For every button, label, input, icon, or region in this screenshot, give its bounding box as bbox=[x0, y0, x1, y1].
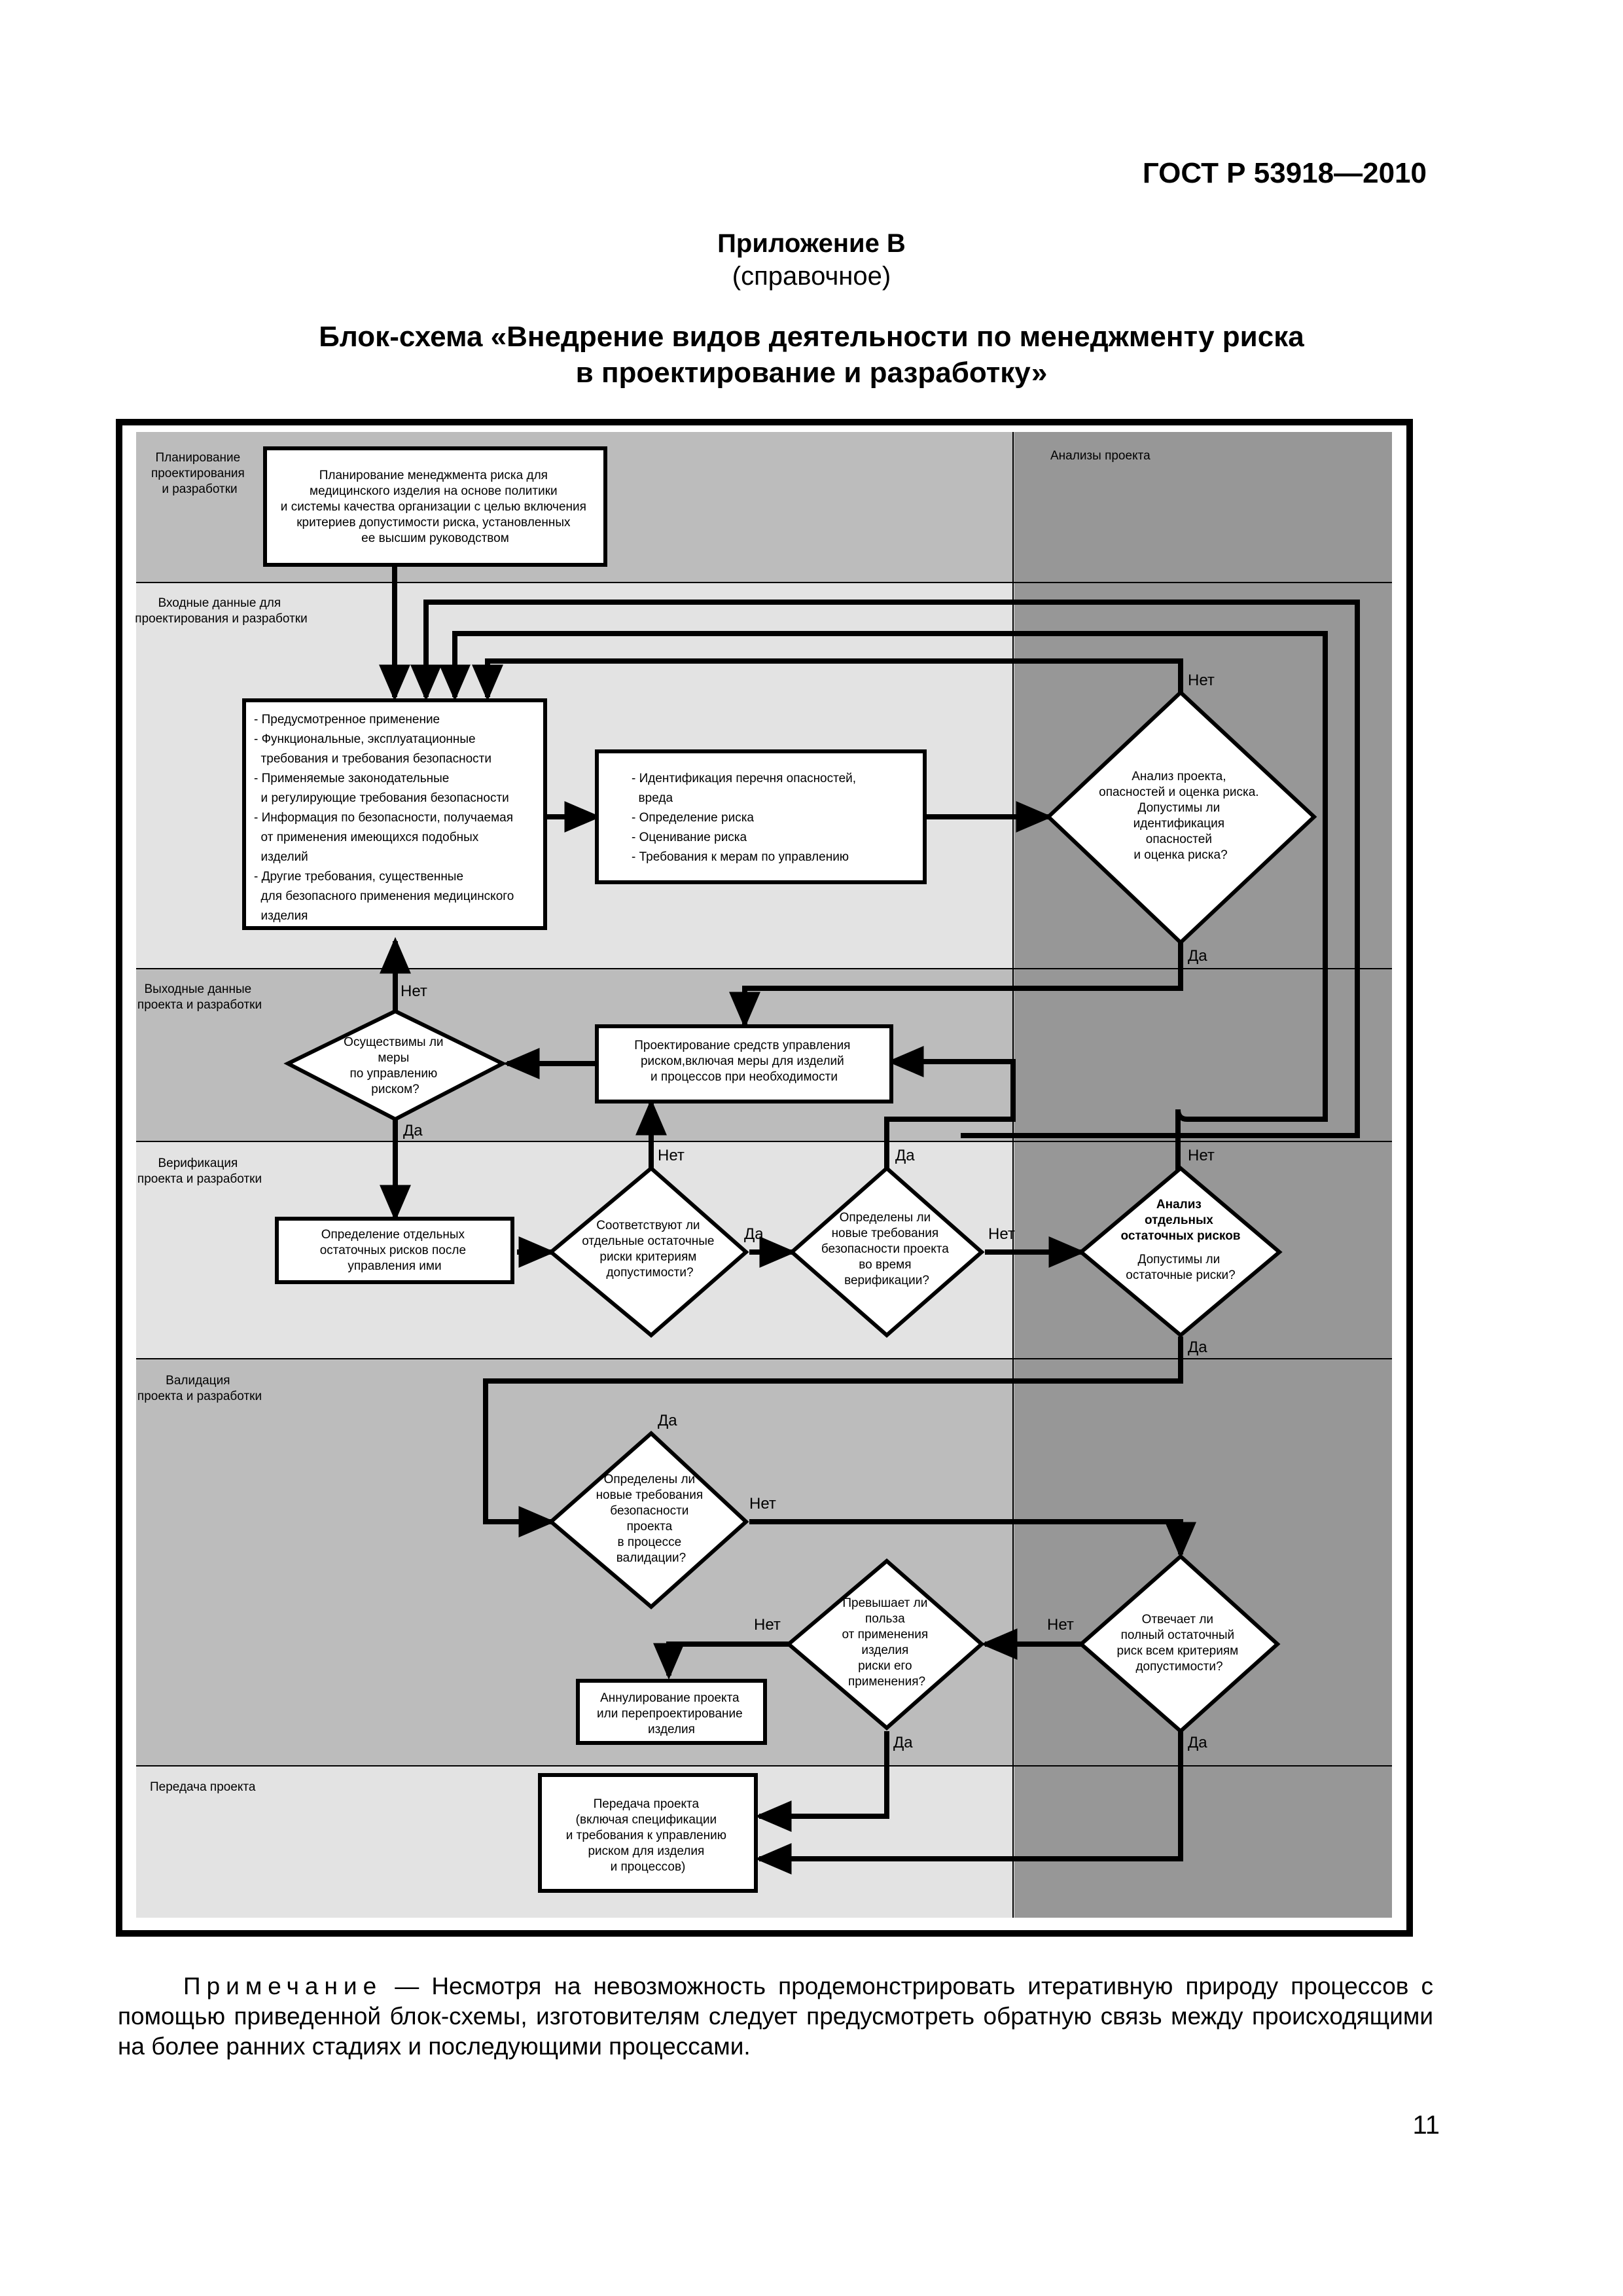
residual-box-text: Определение отдельных остаточных рисков … bbox=[320, 1228, 470, 1273]
arrow-residual-yes bbox=[483, 1336, 1183, 1537]
label-residual-yes: Да bbox=[1188, 1338, 1207, 1356]
lane-label-verification: Верификация проекта и разработки bbox=[137, 1157, 262, 1186]
label-verif-yes: Да bbox=[895, 1147, 915, 1164]
cancel-box bbox=[576, 1679, 767, 1745]
residual-box bbox=[275, 1217, 514, 1284]
arrow-review-yes bbox=[729, 942, 1183, 1029]
arrow-verif-yes bbox=[884, 1046, 1016, 1168]
new-req-verif-decision bbox=[789, 1165, 985, 1338]
inputs-box-text: - Предусмотренное применение - Функциона… bbox=[0, 0, 538, 923]
lane-label-inputs: Входные данные для проектирования и разр… bbox=[135, 596, 307, 626]
footnote-text: — Несмотря на невозможность продемонстри… bbox=[118, 1973, 1433, 2060]
arrow-benefit-yes bbox=[755, 1731, 889, 1832]
hazard-box-text: - Идентификация перечня опасностей, вред… bbox=[0, 0, 880, 864]
overall-decision-text: Отвечает ли полный остаточный риск всем … bbox=[1117, 1613, 1242, 1674]
hazard-box bbox=[595, 749, 927, 884]
diagram-title-line2: в проектирование и разработку» bbox=[575, 357, 1048, 389]
label-feasible-yes: Да bbox=[403, 1122, 423, 1139]
label-overall-yes: Да bbox=[1188, 1734, 1207, 1751]
benefit-decision bbox=[785, 1558, 985, 1731]
label-valid-yes: Да bbox=[658, 1412, 677, 1429]
inputs-box bbox=[242, 698, 547, 930]
label-verif-no: Нет bbox=[988, 1225, 1015, 1243]
review-decision-text: Анализ проекта, опасностей и оценка риск… bbox=[1099, 770, 1262, 862]
arrow-valid-no bbox=[749, 1519, 1196, 1559]
label-overall-no: Нет bbox=[1047, 1616, 1074, 1634]
feasible-decision bbox=[283, 1009, 507, 1122]
arrow-feedback-residual bbox=[439, 631, 1328, 1178]
lane-label-validation: Валидация проекта и разработки bbox=[137, 1374, 262, 1403]
appendix-title: Приложение В bbox=[717, 229, 906, 258]
lane-label-reviews: Анализы проекта bbox=[1050, 449, 1150, 463]
arrow-feedback-outer bbox=[410, 600, 1360, 1138]
meets-criteria-decision-text: Соответствуют ли отдельные остаточные ри… bbox=[582, 1219, 717, 1280]
arrow-benefit-no bbox=[653, 1641, 789, 1680]
control-design-box bbox=[595, 1024, 893, 1103]
label-review-no: Нет bbox=[1188, 672, 1215, 689]
new-req-verif-decision-text: Определены ли новые требования безопасно… bbox=[821, 1211, 952, 1287]
new-req-valid-decision bbox=[548, 1430, 749, 1609]
planning-box bbox=[263, 446, 607, 567]
new-req-valid-decision-text: Определены ли новые требования безопасно… bbox=[596, 1473, 707, 1565]
residual-analysis-decision bbox=[1078, 1166, 1283, 1338]
appendix-type: (справочное) bbox=[732, 262, 891, 291]
lane-label-transfer: Передача проекта bbox=[150, 1780, 256, 1794]
feasible-decision-text: Осуществимы ли меры по управлению риском… bbox=[344, 1035, 447, 1096]
label-review-yes: Да bbox=[1188, 947, 1207, 965]
page-number: 11 bbox=[1412, 2111, 1440, 2140]
cancel-box-text: Аннулирование проекта или перепроектиров… bbox=[597, 1691, 746, 1736]
footnote-head: Примечание bbox=[183, 1973, 383, 2000]
footnote: Примечание — Несмотря на невозможность п… bbox=[118, 1971, 1433, 2062]
label-criteria-no: Нет bbox=[658, 1147, 685, 1164]
control-design-box-text: Проектирование средств управления риском… bbox=[634, 1039, 854, 1084]
label-benefit-yes: Да bbox=[893, 1734, 913, 1751]
label-criteria-yes: Да bbox=[744, 1225, 764, 1243]
diagram-title-line1: Блок-схема «Внедрение видов деятельности… bbox=[319, 321, 1304, 353]
arrow-review-no bbox=[472, 658, 1183, 702]
connectors bbox=[379, 566, 1360, 1874]
benefit-decision-text: Превышает ли польза от применения издели… bbox=[842, 1596, 932, 1689]
lane-label-outputs: Выходные данные проекта и разработки bbox=[137, 982, 262, 1012]
meets-criteria-decision bbox=[548, 1166, 749, 1338]
overall-decision bbox=[1078, 1553, 1281, 1734]
transfer-box bbox=[538, 1773, 758, 1893]
residual-analysis-decision-text: Допустимы ли остаточные риски? bbox=[1126, 1253, 1235, 1282]
residual-analysis-decision-title: Анализ отдельных остаточных рисков bbox=[1121, 1198, 1241, 1243]
standard-number: ГОСТ Р 53918—2010 bbox=[1142, 157, 1427, 189]
arrow-overall-yes bbox=[755, 1731, 1183, 1874]
lane-label-planning: Планирование проектирования и разработки bbox=[151, 451, 248, 496]
transfer-box-text: Передача проекта (включая спецификации и… bbox=[566, 1797, 730, 1874]
diagram-frame bbox=[116, 419, 1413, 1937]
label-valid-no: Нет bbox=[749, 1495, 776, 1513]
label-residual-no: Нет bbox=[1188, 1147, 1215, 1164]
label-benefit-no: Нет bbox=[754, 1616, 781, 1634]
review-decision bbox=[1045, 689, 1317, 946]
label-feasible-no: Нет bbox=[401, 982, 427, 1000]
planning-box-text: Планирование менеджмента риска для медиц… bbox=[281, 469, 590, 545]
